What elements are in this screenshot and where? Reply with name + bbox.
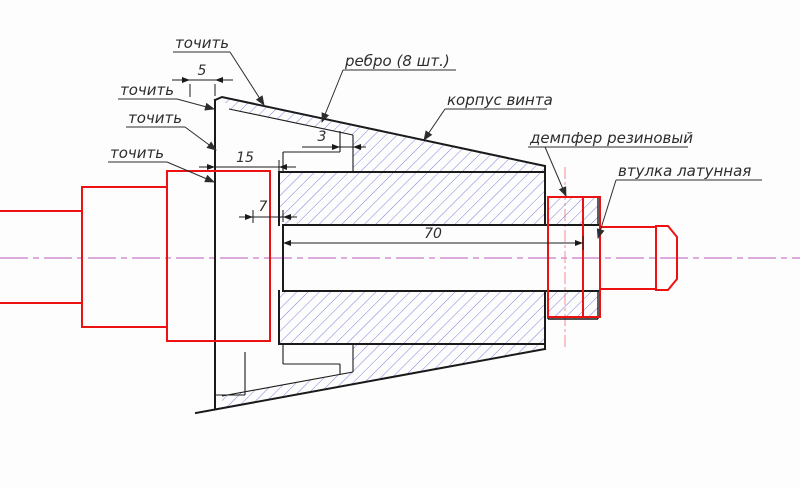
hatch-shell-bottom [222, 372, 353, 408]
leader-tochit-left1 [176, 98, 215, 111]
leader-tochit-left3 [166, 161, 215, 183]
shaft-assembly-red [0, 170, 678, 342]
dim-7-value: 7 [259, 199, 268, 215]
label-tochit-left1: точить [120, 81, 174, 99]
leader-body [423, 108, 446, 141]
leader-bushing [596, 179, 617, 239]
hatch-hub-bottom [279, 291, 545, 344]
label-tochit-left2: точить [128, 109, 182, 127]
dim-15-arrow-right [279, 164, 287, 170]
hatch-solid-top [353, 125, 545, 172]
hatch-hub-top [279, 172, 545, 225]
label-damper: демпфер резиновый [529, 129, 693, 147]
leader-damper [544, 146, 567, 197]
leader-lines [108, 51, 762, 239]
body-inner-lines [215, 108, 354, 397]
dim-70-arrow-right [575, 240, 583, 246]
dim-7-arrow-left [245, 214, 253, 220]
annotation-labels: точить ребро (8 шт.) корпус винта демпфе… [110, 34, 751, 180]
dim-7-arrow-right [283, 214, 291, 220]
section-hatch [222, 97, 598, 408]
hatch-shell-top [222, 97, 353, 135]
shaft-and-flanges [0, 170, 678, 342]
hatch-bushing-bottom [548, 291, 598, 319]
dim-5-arrow-right [215, 77, 223, 83]
body-main-contour [194, 95, 601, 415]
leader-tochit-top [229, 51, 265, 106]
label-rib: ребро (8 шт.) [344, 52, 450, 70]
label-body: корпус винта [447, 91, 553, 109]
dim-5-value: 5 [198, 63, 207, 79]
dim-3-arrow-right [353, 144, 361, 150]
label-bushing: втулка латунная [618, 162, 751, 180]
dim-3-value: 3 [318, 129, 327, 145]
dim-15-arrow-left [207, 164, 215, 170]
dim-70-arrow-left [283, 240, 291, 246]
dim-3-arrow-left [332, 144, 340, 150]
dim-5-arrow-left [182, 77, 190, 83]
dim-15-value: 15 [236, 150, 254, 166]
leader-rib [321, 69, 344, 123]
label-tochit-top: точить [175, 34, 229, 52]
leader-tochit-left2 [184, 126, 217, 151]
hatch-bushing-top [548, 197, 598, 225]
label-tochit-left3: точить [110, 144, 164, 162]
dim-5-lines [172, 79, 233, 97]
dimensions: 5 15 3 7 70 [172, 63, 584, 250]
dim-70-value: 70 [424, 226, 442, 242]
